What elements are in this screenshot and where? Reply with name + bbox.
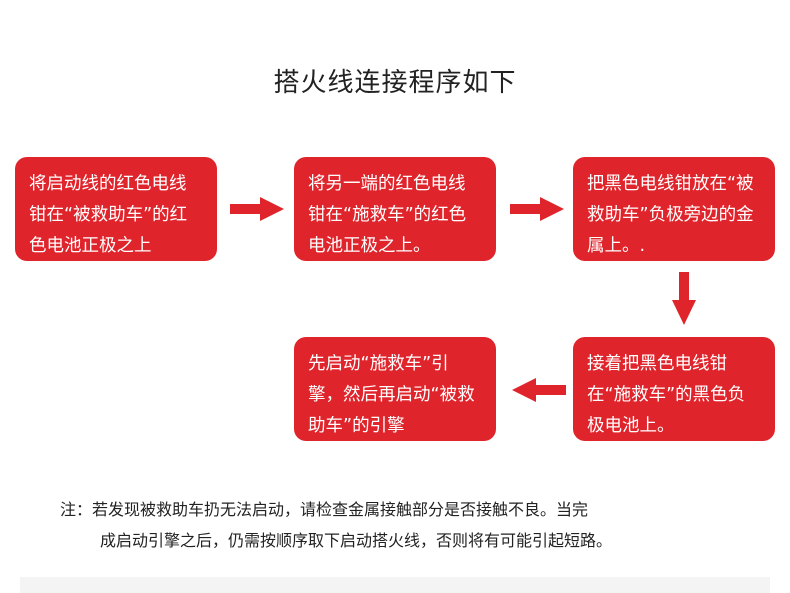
note-line-2: 成启动引擎之后，仍需按顺序取下启动搭火线，否则将有可能引起短路。 bbox=[100, 531, 613, 550]
step-5-box: 先启动“施救车”引擎，然后再启动“被救助车”的引擎 bbox=[294, 337, 496, 441]
step-4-box: 接着把黑色电线钳在“施救车”的黑色负极电池上。 bbox=[573, 337, 775, 441]
arrow-left-icon bbox=[512, 378, 566, 402]
note-text: 注：若发现被救助车扔无法启动，请检查金属接触部分是否接触不良。当完 成启动引擎之… bbox=[60, 494, 760, 556]
page-title: 搭火线连接程序如下 bbox=[273, 68, 517, 98]
step-2-box: 将另一端的红色电线钳在“施救车”的红色电池正极之上。 bbox=[294, 157, 496, 261]
note-line-1: 注：若发现被救助车扔无法启动，请检查金属接触部分是否接触不良。当完 bbox=[60, 500, 589, 519]
bottom-divider bbox=[20, 577, 770, 593]
arrow-right-icon bbox=[230, 197, 284, 221]
arrow-down-icon bbox=[672, 272, 696, 325]
step-3-box: 把黑色电线钳放在“被救助车”负极旁边的金属上。. bbox=[573, 157, 775, 261]
step-1-box: 将启动线的红色电线钳在“被救助车”的红色电池正极之上 bbox=[15, 157, 217, 261]
arrow-right-icon bbox=[510, 197, 564, 221]
